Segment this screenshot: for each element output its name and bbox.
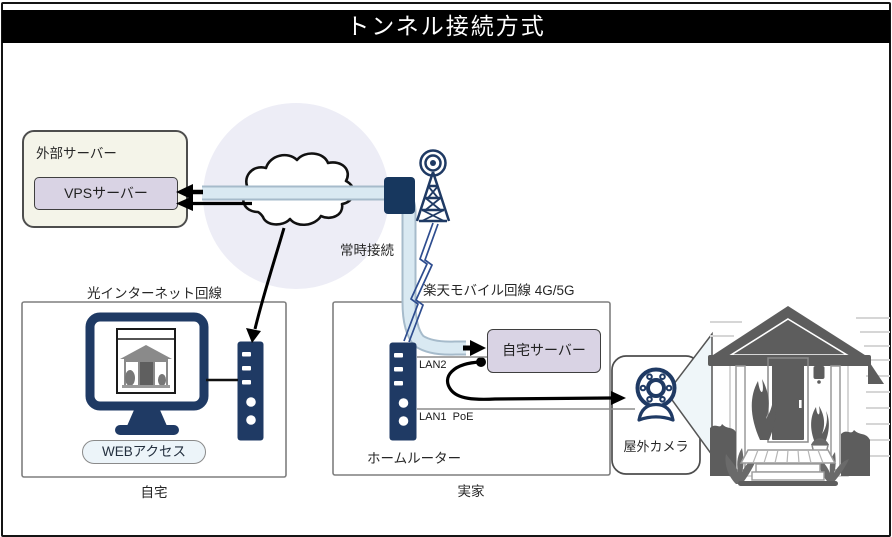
lan2-label: LAN2 [419,359,447,371]
web-access-label: WEBアクセス [101,444,187,459]
title-bar: トンネル接続方式 [2,10,890,43]
cell-tower-icon [415,149,451,223]
page-title: トンネル接続方式 [346,13,546,39]
fiber-line-label: 光インターネット回線 [87,286,222,301]
mobile-modem-box [384,177,415,214]
browser-thumbnail [116,328,176,394]
home-server-box: 自宅サーバー [487,329,601,373]
home-site-label: 自宅 [140,485,168,500]
vps-server-box: VPSサーバー [34,177,178,210]
lan1-poe-label: LAN1 PoE [419,411,474,423]
home-router-icon [389,342,417,441]
monitor-icon [85,312,209,435]
webcam-icon [635,367,677,422]
parents-site-label: 実家 [457,484,485,499]
home-router-label: ホームルーター [367,451,462,466]
home-pc-router-icon [237,341,264,441]
always-on-label: 常時接続 [340,243,394,258]
outdoor-camera-label: 屋外カメラ [623,439,689,454]
home-server-label: 自宅サーバー [502,342,586,358]
house-illustration [708,306,890,486]
external-server-label: 外部サーバー [36,146,117,161]
vps-server-label: VPSサーバー [64,185,148,201]
web-access-pill: WEBアクセス [82,440,206,464]
mobile-line-label: 楽天モバイル回線 4G/5G [423,283,575,298]
